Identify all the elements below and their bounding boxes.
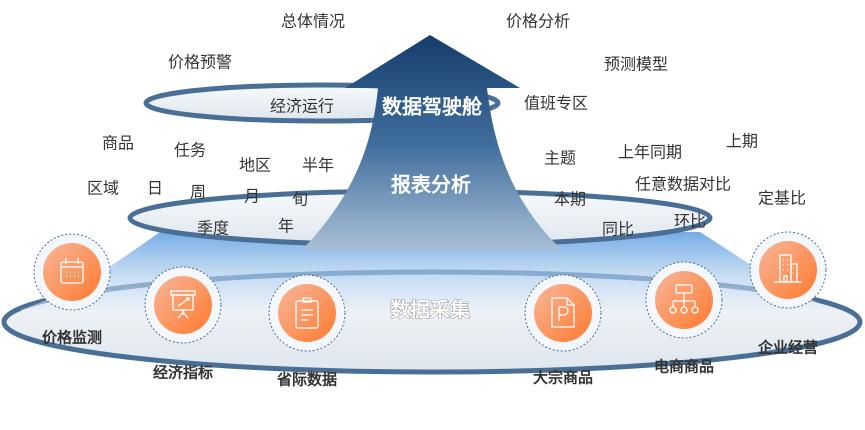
source-price-monitoring: 价格监测 bbox=[33, 233, 111, 347]
label: 价格分析 bbox=[506, 12, 570, 31]
middle-labels: 商品 任务 地区 半年 区域 日 周 月 旬 季度 年 主题 上年同期 上期 本… bbox=[87, 132, 806, 239]
label: 总体情况 bbox=[281, 12, 345, 31]
source-provincial-data: 省际数据 bbox=[268, 274, 346, 389]
source-economic-indicators: 经济指标 bbox=[144, 266, 222, 382]
label: 月 bbox=[244, 187, 260, 206]
source-ecommerce-goods: 电商商品 bbox=[645, 261, 723, 376]
label: 价格预警 bbox=[168, 53, 232, 72]
source-bulk-commodities: 大宗商品 bbox=[524, 274, 602, 387]
bottom-layer-title: 数据采集 bbox=[390, 298, 471, 322]
upward-arrow bbox=[302, 35, 562, 250]
clipboard-icon bbox=[295, 297, 319, 329]
label: 商品 bbox=[102, 134, 134, 153]
middle-layer-title: 报表分析 bbox=[391, 173, 471, 197]
label: 旬 bbox=[292, 190, 308, 209]
hierarchy-icon bbox=[669, 284, 699, 314]
label: 同比 bbox=[602, 220, 634, 239]
source-label: 大宗商品 bbox=[533, 369, 593, 387]
building-icon bbox=[774, 254, 802, 283]
label: 半年 bbox=[302, 156, 334, 175]
top-labels: 总体情况 价格分析 价格预警 预测模型 经济运行 值班专区 bbox=[168, 12, 668, 116]
source-label: 省际数据 bbox=[276, 371, 337, 389]
label: 日 bbox=[147, 179, 163, 198]
source-label: 企业经营 bbox=[757, 339, 818, 357]
label: 经济运行 bbox=[270, 97, 334, 116]
top-layer-title: 数据驾驶舱 bbox=[382, 95, 483, 119]
label: 季度 bbox=[197, 219, 229, 238]
document-p-icon bbox=[551, 297, 575, 328]
source-label: 价格监测 bbox=[42, 329, 102, 347]
label: 上年同期 bbox=[618, 143, 682, 162]
label: 环比 bbox=[674, 212, 706, 231]
label: 本期 bbox=[554, 190, 586, 209]
label: 定基比 bbox=[758, 189, 806, 208]
label: 值班专区 bbox=[524, 94, 588, 113]
calendar-icon bbox=[60, 258, 84, 284]
source-label: 电商商品 bbox=[654, 358, 714, 376]
label: 年 bbox=[278, 217, 294, 236]
source-enterprise-operations: 企业经营 bbox=[749, 231, 827, 357]
label: 任意数据对比 bbox=[635, 175, 731, 194]
label: 周 bbox=[190, 183, 206, 202]
label: 主题 bbox=[544, 149, 576, 168]
presentation-icon bbox=[170, 290, 196, 319]
glow-region bbox=[20, 232, 840, 310]
source-label: 经济指标 bbox=[153, 364, 213, 382]
label: 地区 bbox=[239, 156, 271, 175]
label: 任务 bbox=[174, 141, 206, 160]
label: 上期 bbox=[726, 132, 758, 151]
label: 区域 bbox=[87, 179, 119, 198]
label: 预测模型 bbox=[604, 55, 668, 74]
